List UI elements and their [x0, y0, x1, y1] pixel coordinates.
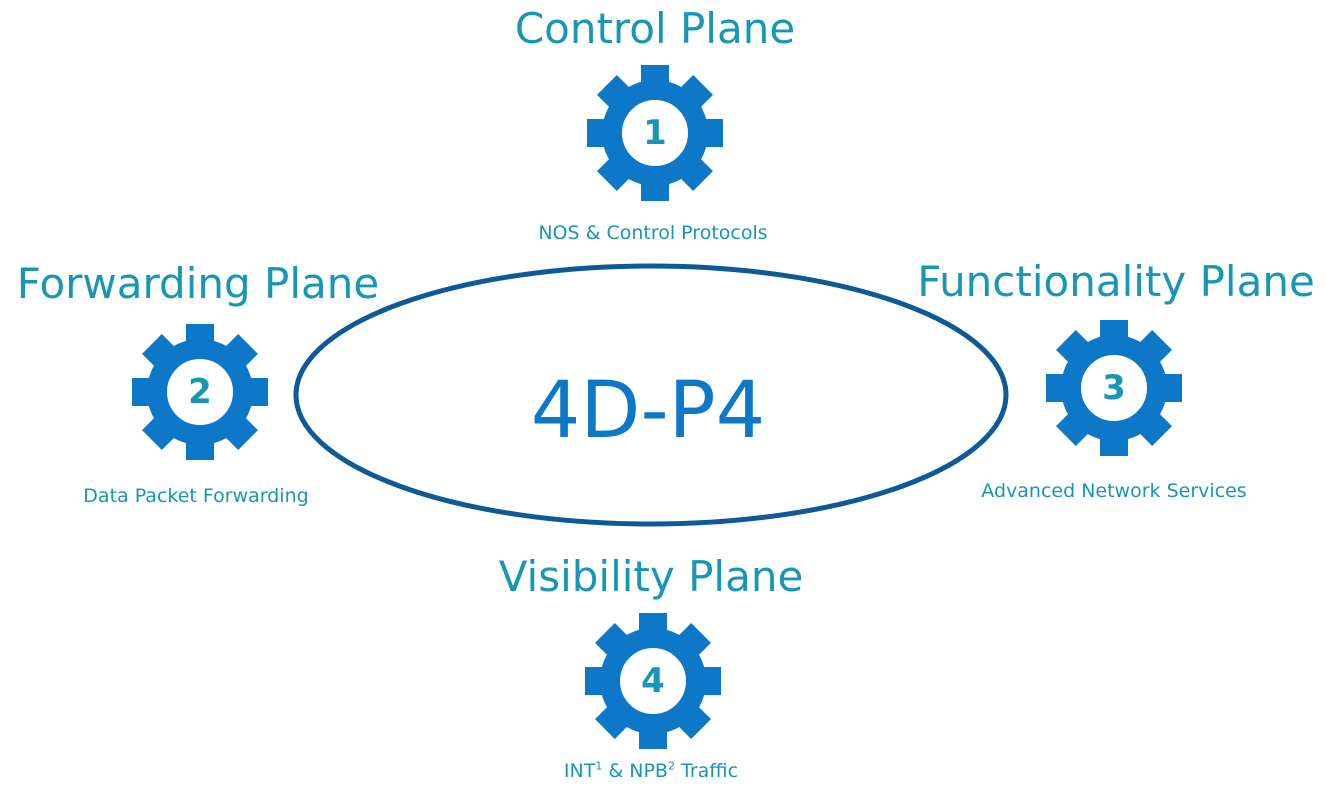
control-plane-number: 1 [643, 113, 667, 153]
visibility-plane-gear: 4 [581, 609, 725, 753]
gear-ring [147, 339, 253, 445]
center-ellipse [293, 263, 1009, 527]
subtitle-traffic: Traffic [674, 760, 739, 782]
control-plane-subtitle: NOS & Control Protocols [538, 222, 768, 244]
functionality-plane-number: 3 [1102, 368, 1126, 408]
gear-ring [1061, 335, 1167, 441]
functionality-plane-subtitle: Advanced Network Services [981, 480, 1247, 502]
visibility-plane-number: 4 [641, 661, 665, 701]
gear-svg [587, 65, 723, 201]
functionality-plane-gear: 3 [1042, 316, 1186, 460]
control-plane-gear: 1 [583, 61, 727, 205]
forwarding-plane-gear: 2 [128, 320, 272, 464]
visibility-plane-title: Visibility Plane [498, 552, 804, 601]
forwarding-plane-title: Forwarding Plane [16, 259, 380, 308]
gear-ring [602, 80, 708, 186]
gear-svg [132, 324, 268, 460]
gear-svg [585, 613, 721, 749]
functionality-plane-title: Functionality Plane [917, 257, 1315, 306]
subtitle-int: INT [563, 760, 596, 782]
visibility-plane-subtitle: INT1 & NPB2 Traffic [563, 759, 739, 782]
footnote-2: 2 [667, 759, 675, 773]
forwarding-plane-number: 2 [188, 372, 212, 412]
control-plane-title: Control Plane [514, 4, 796, 53]
center-label: 4D-P4 [530, 366, 766, 456]
gear-ring [600, 628, 706, 734]
gear-svg [1046, 320, 1182, 456]
footnote-1: 1 [595, 759, 603, 773]
subtitle-npb: & NPB [602, 760, 668, 782]
forwarding-plane-subtitle: Data Packet Forwarding [83, 485, 309, 507]
